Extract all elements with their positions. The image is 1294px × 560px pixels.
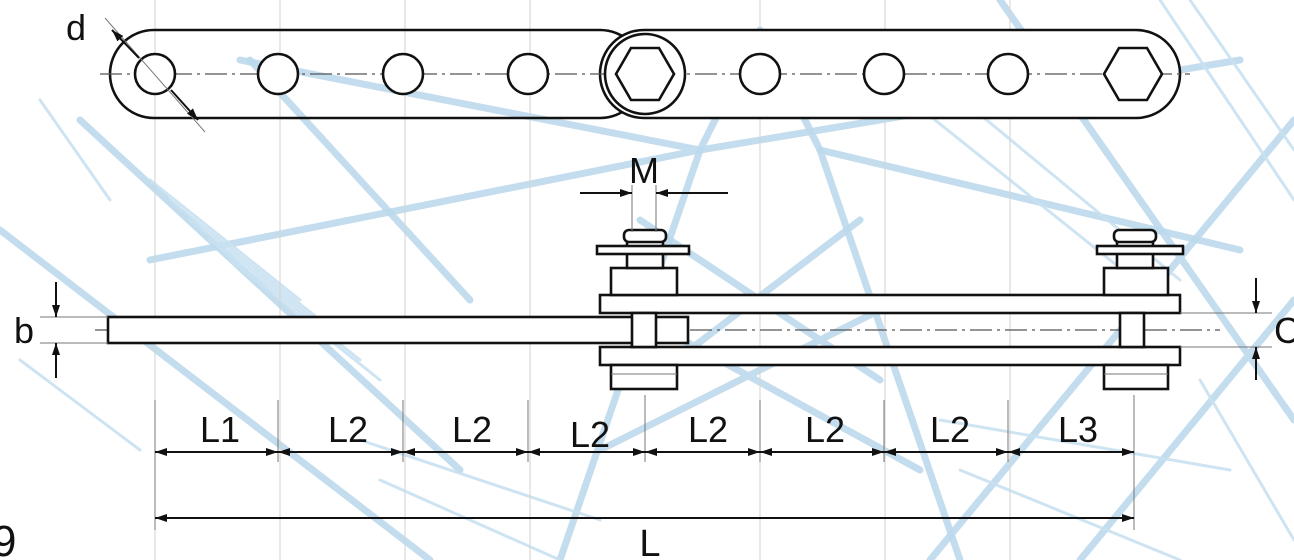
plate-hole (256, 52, 300, 96)
plate-hole (133, 52, 177, 96)
top-view-plates (100, 17, 1190, 133)
label-M: M (629, 150, 659, 191)
plate-hole (738, 52, 782, 96)
lower-plate-side (598, 345, 1182, 367)
plate-hole (381, 52, 425, 96)
label-L1: L1 (200, 409, 240, 450)
long-plate-side (106, 315, 690, 345)
plate-hole (986, 52, 1030, 96)
plate-hole (862, 52, 906, 96)
upper-plate-side (598, 293, 1182, 315)
bolt-hex-head (614, 46, 676, 102)
label-L2-3: L2 (570, 414, 610, 455)
label-b: b (14, 310, 34, 351)
plate-hole (506, 52, 550, 96)
label-L2-1: L2 (328, 409, 368, 450)
bolt-left (595, 228, 691, 391)
length-dimension-chain (154, 395, 1135, 530)
side-view-assembly (40, 185, 1272, 391)
label-d: d (66, 7, 86, 48)
label-L3: L3 (1058, 409, 1098, 450)
label-L2-4: L2 (688, 409, 728, 450)
corner-fragment-text: 9 (0, 517, 16, 560)
label-L2-2: L2 (452, 409, 492, 450)
label-L2-6: L2 (930, 409, 970, 450)
label-L2-5: L2 (805, 409, 845, 450)
label-L: L (639, 523, 660, 560)
bolt-hex-head (1102, 46, 1164, 102)
bolt-right (1095, 228, 1185, 391)
label-c: C (1274, 310, 1294, 351)
